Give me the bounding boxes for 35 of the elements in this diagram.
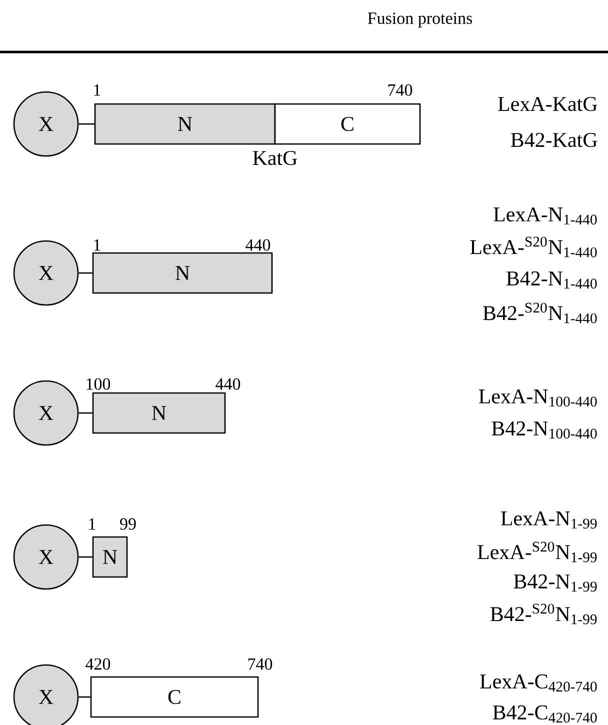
- residue-number: 1: [89, 518, 96, 530]
- title: Fusion proteins: [368, 12, 472, 28]
- protein-name: LexA-N$_{1-440}$: [494, 207, 597, 225]
- linker-line: [78, 412, 92, 414]
- residue-number: 100: [86, 378, 110, 390]
- residue-number: 1: [94, 239, 100, 251]
- linker-line: [78, 123, 94, 125]
- protein-name: B42-N$_{1-99}$: [514, 574, 597, 592]
- domain-label: KatG: [252, 150, 298, 166]
- protein-name: B42-N$_{1-440}$: [506, 271, 597, 289]
- protein-name: B42-N$_{100-440}$: [492, 421, 597, 439]
- protein-name: B42-$^{S20}$N$_{1-440}$: [483, 302, 597, 324]
- protein-name: B42-KatG: [510, 132, 598, 148]
- domain-box: C: [90, 676, 259, 718]
- residue-number: 1: [94, 84, 100, 96]
- linker-line: [78, 696, 90, 698]
- protein-name: LexA-$^{S20}$N$_{1-440}$: [470, 236, 597, 258]
- residue-number: 420: [86, 658, 110, 670]
- protein-name: LexA-N$_{100-440}$: [478, 389, 597, 407]
- domain-box: N: [94, 103, 276, 145]
- protein-name: LexA-N$_{1-99}$: [501, 511, 597, 529]
- protein-name: LexA-C$_{420-740}$: [480, 674, 597, 692]
- domain-box: C: [274, 103, 421, 145]
- linker-line: [78, 272, 92, 274]
- protein-name: LexA-$^{S20}$N$_{1-99}$: [478, 542, 597, 562]
- protein-name: B42-C$_{420-740}$: [492, 705, 597, 723]
- residue-number: 440: [216, 378, 240, 390]
- domain-box: N: [92, 252, 273, 294]
- protein-name: LexA-KatG: [498, 96, 598, 112]
- residue-number: 99: [120, 518, 136, 530]
- residue-number: 740: [248, 658, 272, 670]
- domain-box: N: [92, 392, 226, 434]
- linker-line: [78, 556, 92, 558]
- protein-name: B42-$^{S20}$N$_{1-99}$: [490, 604, 597, 624]
- domain-box: N: [92, 536, 128, 578]
